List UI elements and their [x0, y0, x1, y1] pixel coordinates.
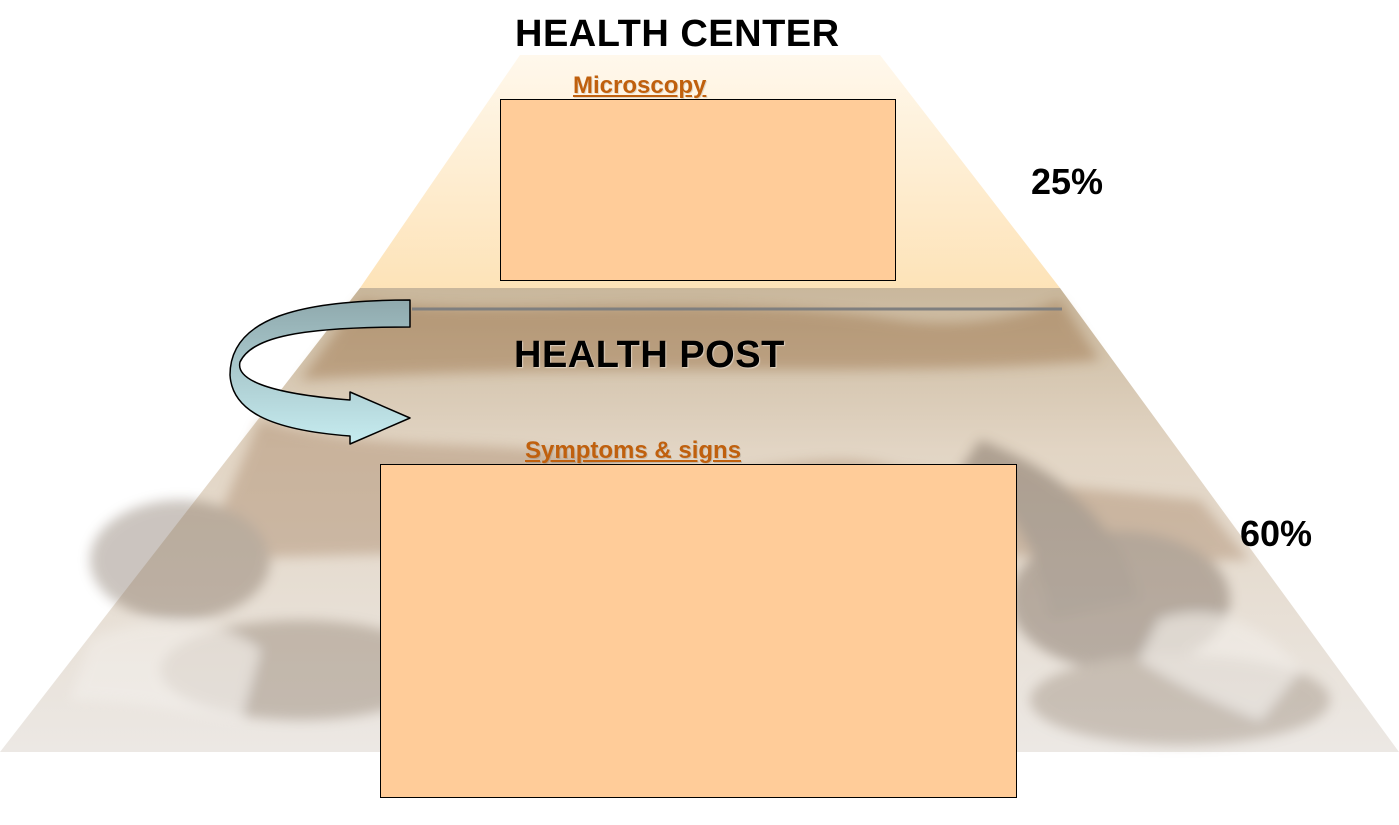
health-center-title: HEALTH CENTER — [515, 13, 840, 55]
curved-arrow-icon — [229, 299, 411, 445]
health-post-title: HEALTH POST — [514, 334, 785, 376]
symptoms-signs-box — [380, 464, 1017, 798]
symptoms-signs-label: Symptoms & signs — [525, 437, 742, 464]
health-post-percentage: 60% — [1240, 513, 1313, 554]
microscopy-label: Microscopy — [573, 72, 707, 99]
health-center-percentage: 25% — [1031, 161, 1104, 202]
microscopy-box — [500, 99, 896, 281]
